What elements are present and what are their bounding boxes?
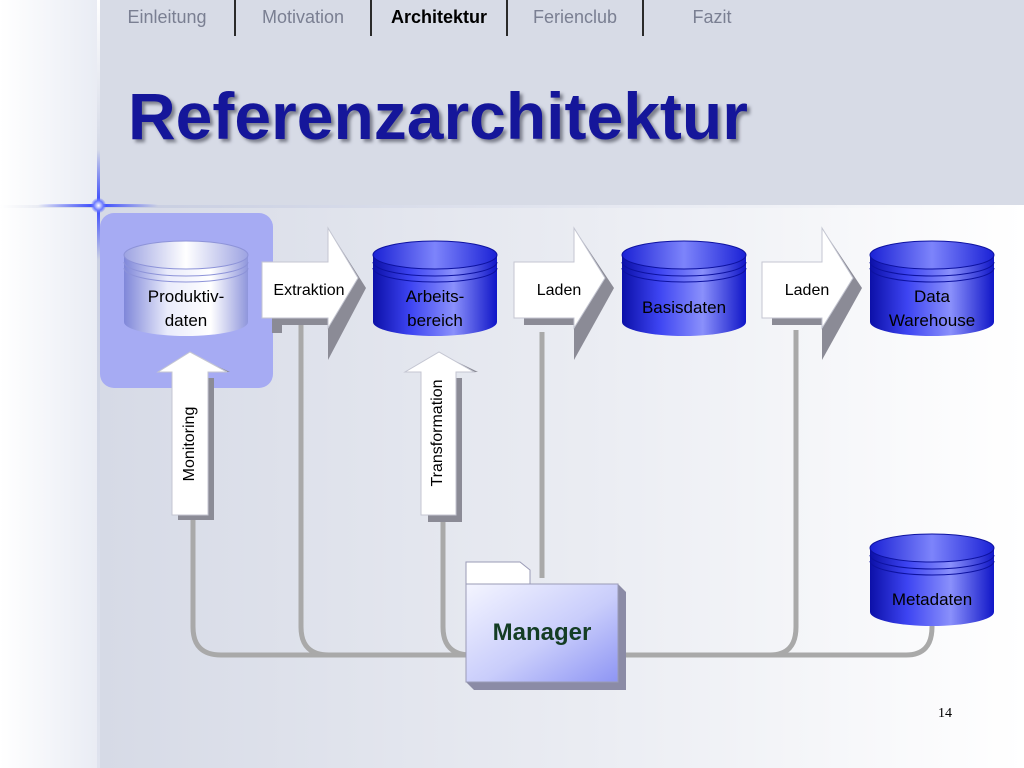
manager-label: Manager	[493, 619, 592, 646]
connector-monitoring	[190, 510, 467, 658]
slide-title: Referenzarchitektur	[128, 79, 748, 153]
store-produktivdaten: Produktiv- daten	[123, 240, 249, 336]
arrow-extraktion-label: Extraktion	[273, 282, 344, 299]
nav-item-motivation[interactable]: Motivation	[236, 0, 372, 36]
arrow-transformation: Transformation	[403, 351, 478, 522]
arrow-monitoring: Monitoring	[156, 351, 230, 520]
connector-extraktion	[298, 320, 467, 658]
nav-item-ferienclub[interactable]: Ferienclub	[508, 0, 644, 36]
arrow-monitoring-label: Monitoring	[181, 407, 198, 482]
nav-item-fazit[interactable]: Fazit	[692, 7, 732, 27]
header-band	[98, 0, 1024, 205]
store-metadaten: Metadaten	[869, 533, 995, 626]
arrow-laden-2: Laden	[761, 226, 862, 360]
store-data-warehouse-label-2: Warehouse	[889, 311, 975, 330]
arrow-laden-1-label: Laden	[537, 282, 582, 299]
store-produktivdaten-label-2: daten	[165, 311, 208, 330]
store-metadaten-label: Metadaten	[892, 590, 972, 609]
arrow-laden-1: Laden	[513, 226, 614, 360]
store-produktivdaten-label-1: Produktiv-	[148, 287, 225, 306]
connector-metadaten	[625, 615, 935, 658]
arrow-laden-2-label: Laden	[785, 282, 830, 299]
nav-item-einleitung[interactable]: Einleitung	[100, 0, 236, 36]
section-nav: Einleitung Motivation Architektur Ferien…	[100, 0, 780, 38]
connector-lines	[190, 320, 935, 658]
left-band	[0, 0, 98, 768]
store-arbeitsbereich: Arbeits- bereich	[372, 240, 498, 336]
store-basisdaten-label: Basisdaten	[642, 298, 726, 317]
store-data-warehouse: Data Warehouse	[869, 240, 995, 336]
store-arbeitsbereich-label-2: bereich	[407, 311, 463, 330]
store-data-warehouse-label-1: Data	[914, 287, 950, 306]
connector-laden-2	[625, 330, 799, 658]
arrow-extraktion: Extraktion	[261, 226, 366, 360]
store-basisdaten: Basisdaten	[621, 240, 747, 336]
store-arbeitsbereich-label-1: Arbeits-	[406, 287, 465, 306]
arrow-transformation-label: Transformation	[429, 380, 446, 487]
page-number: 14	[938, 706, 952, 721]
nav-item-architektur[interactable]: Architektur	[372, 0, 508, 36]
sparkle-dot	[91, 198, 106, 213]
vertical-divider	[97, 0, 100, 768]
horizontal-divider	[0, 205, 1024, 208]
manager-box: Manager	[465, 561, 626, 690]
